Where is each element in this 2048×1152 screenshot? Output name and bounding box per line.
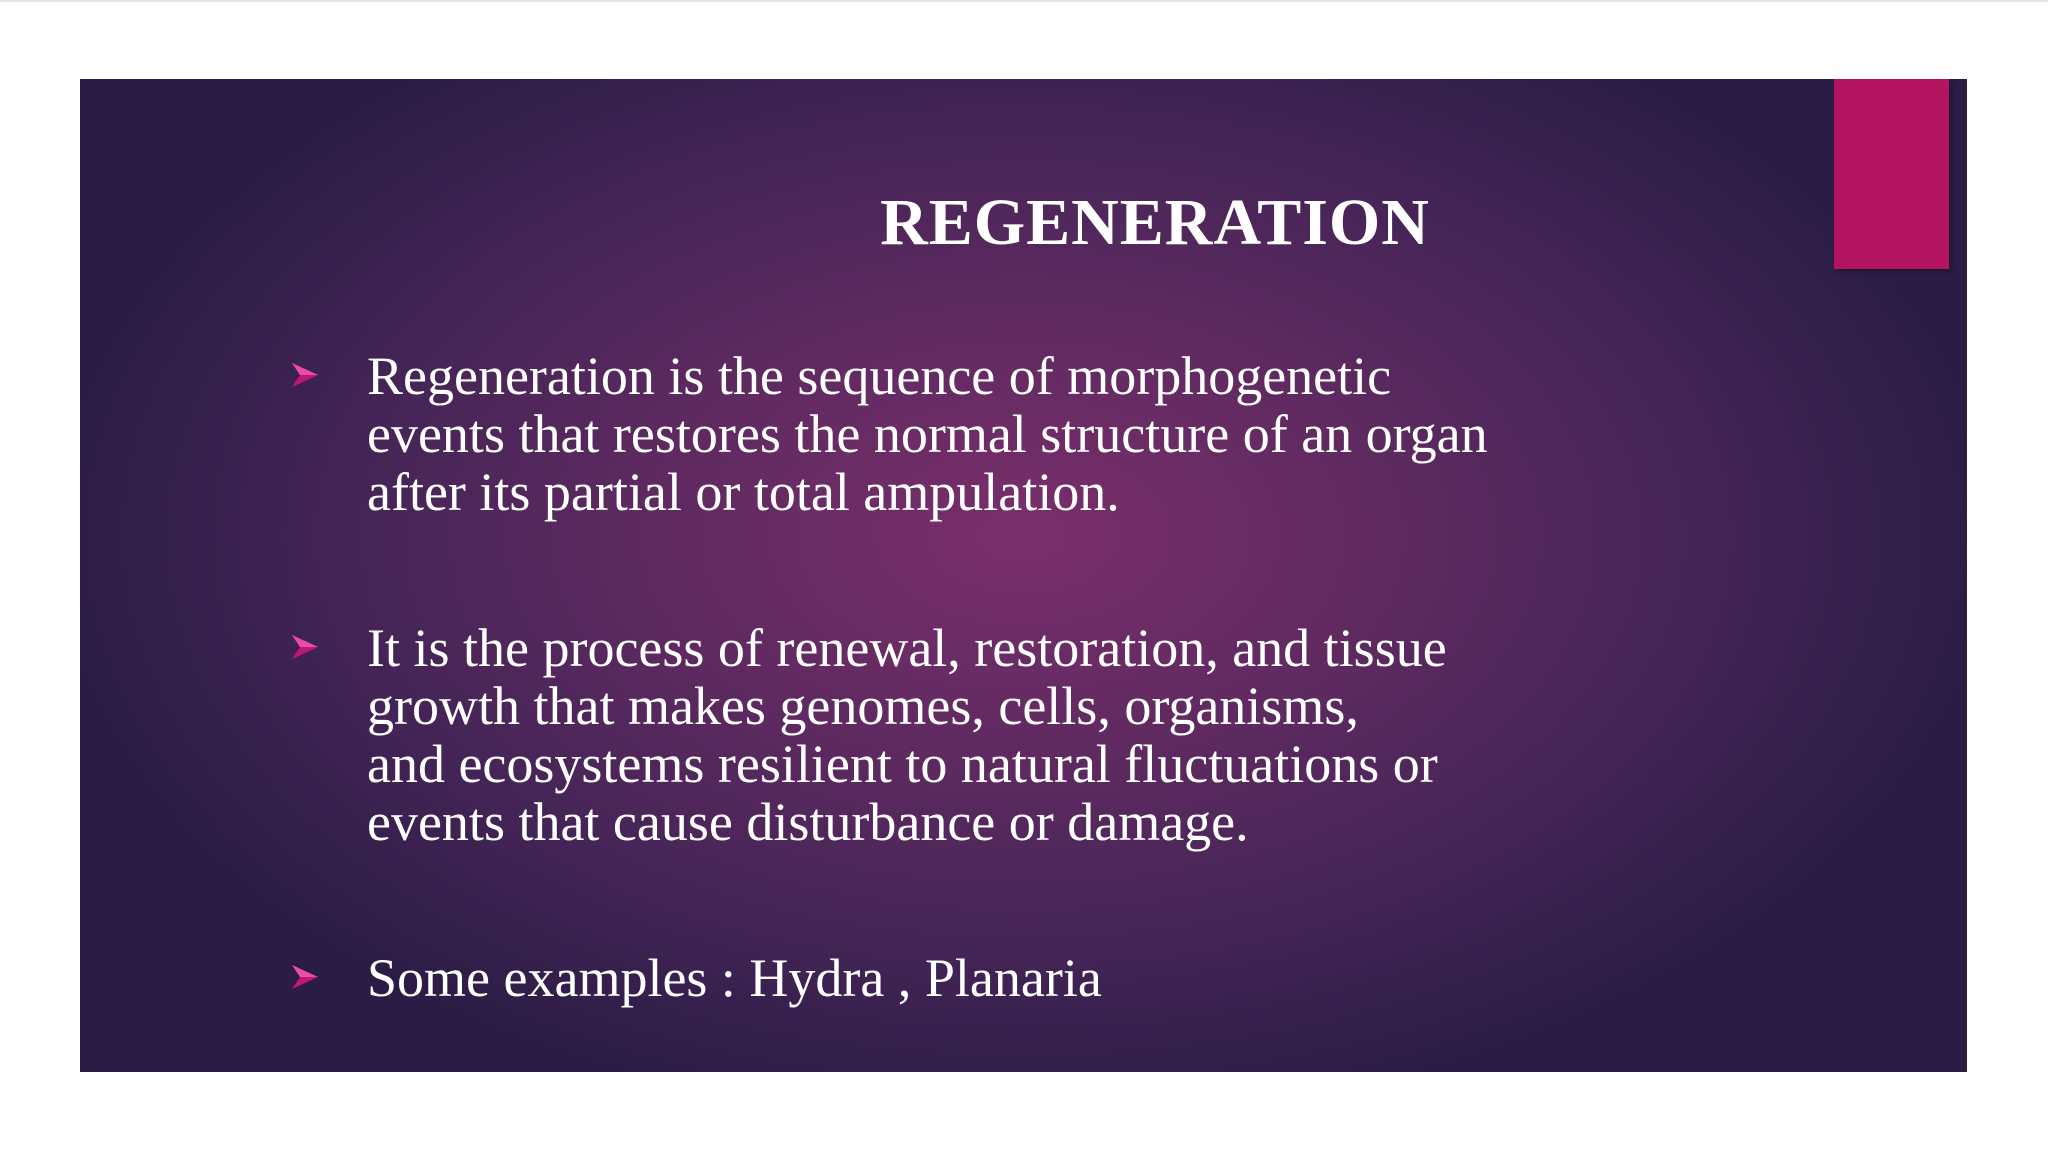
accent-tab [1834,79,1949,269]
slide: REGENERATION Regeneration is the sequenc… [80,79,1967,1072]
arrowhead-bullet-icon [292,635,318,659]
bullet-text: Regeneration is the sequence of morphoge… [367,346,1488,522]
arrowhead-bullet-icon [292,965,318,989]
top-border-line [0,0,2048,2]
bullet-text: Some examples : Hydra , Planaria [367,948,1102,1008]
bullet-item: Regeneration is the sequence of morphoge… [290,347,1690,521]
bullet-list: Regeneration is the sequence of morphoge… [290,347,1690,1007]
slide-title: REGENERATION [880,186,1430,259]
bullet-item: It is the process of renewal, restoratio… [290,619,1690,851]
bullet-item: Some examples : Hydra , Planaria [290,949,1690,1007]
bullet-text: It is the process of renewal, restoratio… [367,618,1447,852]
arrowhead-bullet-icon [292,363,318,387]
